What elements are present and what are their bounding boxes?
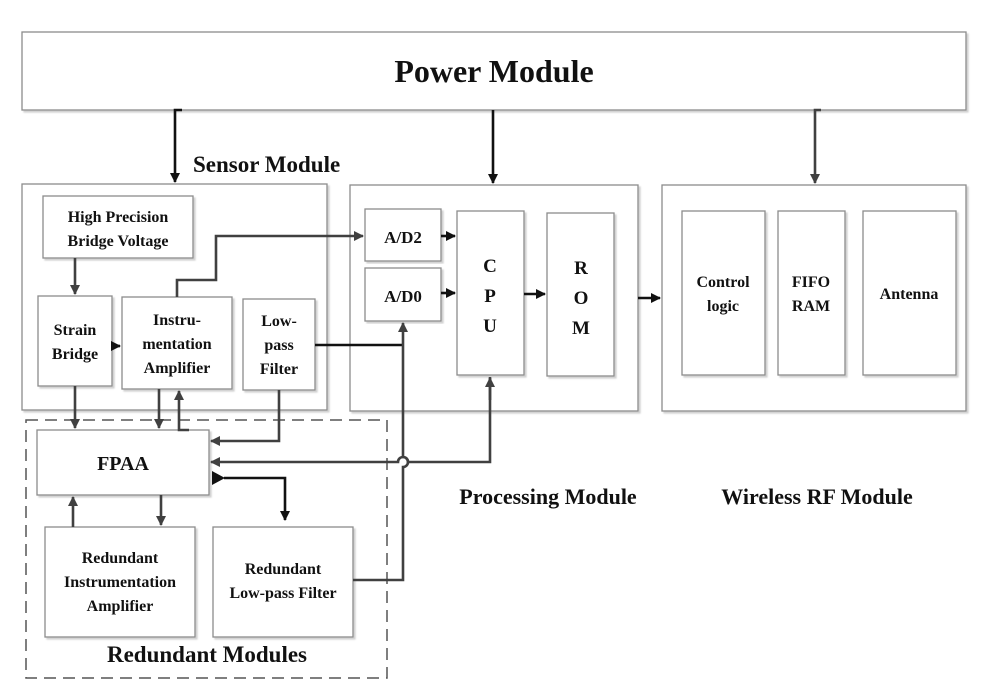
svg-text:Instrumentation: Instrumentation: [64, 574, 176, 591]
svg-text:Instru-: Instru-: [153, 312, 201, 329]
svg-text:Low-pass Filter: Low-pass Filter: [229, 585, 336, 602]
svg-text:Antenna: Antenna: [880, 286, 939, 303]
svg-text:Redundant: Redundant: [82, 550, 159, 567]
instrumentation-amplifier-block: Instru- mentation Amplifier: [121, 296, 233, 390]
wireless-rf-module-label: Wireless RF Module: [721, 484, 913, 509]
sensor-module-label: Sensor Module: [193, 152, 340, 177]
svg-text:Amplifier: Amplifier: [144, 360, 211, 377]
control-logic-block: Control logic: [681, 210, 766, 376]
power-module-label: Power Module: [394, 53, 593, 89]
power-module: Power Module: [21, 31, 967, 111]
fpaa-redundant-filter-link: [212, 471, 290, 521]
wireless-rf-module: Control logic FIFO RAM Antenna Wireless …: [661, 184, 967, 509]
svg-text:Strain: Strain: [54, 322, 97, 339]
fpaa-to-amplifier-arrow: [174, 390, 189, 432]
redundant-modules-label: Redundant Modules: [107, 642, 307, 667]
svg-text:A/D2: A/D2: [384, 228, 422, 247]
svg-text:RAM: RAM: [792, 298, 830, 315]
svg-text:A/D0: A/D0: [384, 287, 422, 306]
svg-text:Control: Control: [696, 274, 750, 291]
power-to-wireless-arrow: [810, 108, 821, 184]
redundant-modules: FPAA Redundant Instrumentation Amplifier…: [25, 419, 388, 679]
redundant-amplifier-block: Redundant Instrumentation Amplifier: [44, 526, 196, 638]
rom-block: R O M: [546, 212, 615, 377]
svg-text:FIFO: FIFO: [792, 274, 830, 291]
svg-text:logic: logic: [707, 298, 739, 315]
svg-text:U: U: [483, 316, 497, 337]
svg-text:Bridge Voltage: Bridge Voltage: [68, 233, 169, 250]
fpaa-block: FPAA: [36, 429, 210, 496]
processing-module: A/D2 A/D0 C P U R O M Processing Module: [349, 184, 639, 509]
redundant-filter-block: Redundant Low-pass Filter: [212, 526, 354, 638]
antenna-block: Antenna: [862, 210, 957, 376]
power-to-sensor-arrow: [170, 108, 182, 183]
svg-text:pass: pass: [264, 337, 293, 354]
svg-text:O: O: [574, 288, 589, 309]
svg-text:High Precision: High Precision: [68, 209, 169, 226]
svg-text:M: M: [572, 318, 590, 339]
low-pass-filter-block: Low- pass Filter: [242, 298, 316, 391]
svg-text:Low-: Low-: [261, 313, 297, 330]
svg-text:Redundant: Redundant: [245, 561, 322, 578]
ad0-block: A/D0: [364, 267, 442, 322]
svg-text:P: P: [484, 286, 496, 307]
cpu-block: C P U: [456, 210, 525, 376]
strain-bridge-block: Strain Bridge: [37, 295, 113, 387]
processing-module-label: Processing Module: [459, 484, 637, 509]
svg-text:Amplifier: Amplifier: [87, 598, 154, 615]
svg-text:Bridge: Bridge: [52, 346, 98, 363]
filter-to-fpaa-arrow: [210, 390, 281, 446]
svg-text:mentation: mentation: [142, 336, 211, 353]
svg-text:C: C: [483, 256, 497, 277]
svg-text:R: R: [574, 258, 588, 279]
cpu-fpaa-link-arrow: [210, 377, 492, 467]
connectors: [68, 108, 821, 582]
bridge-voltage-block: High Precision Bridge Voltage: [42, 195, 194, 259]
amplifier-to-ad2-arrow: [175, 231, 364, 297]
fifo-ram-block: FIFO RAM: [777, 210, 846, 376]
svg-text:Filter: Filter: [260, 361, 298, 378]
ad2-block: A/D2: [364, 208, 442, 262]
svg-text:FPAA: FPAA: [97, 453, 149, 475]
